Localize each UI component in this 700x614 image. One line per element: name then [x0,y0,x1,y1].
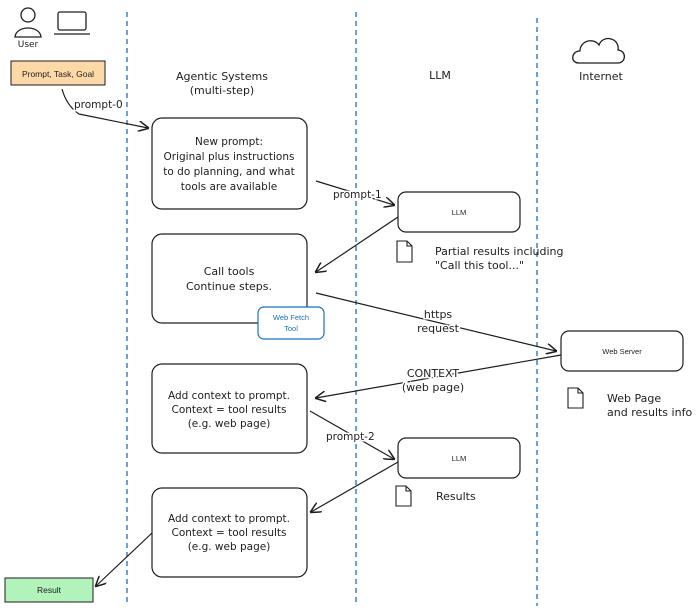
internet-title: Internet [579,70,623,83]
arrow-llm-to-call-tools [316,216,399,272]
prompt-task-goal-box [10,60,106,86]
arrow-prompt-0 [61,88,148,128]
add-context-box-2 [151,487,308,578]
document-icon [567,387,584,409]
partial-results-line-1: Partial results including [435,245,564,258]
prompt-task-goal-label: Prompt, Task, Goal [22,69,94,79]
call-tools-box [151,233,308,324]
prompt-0-label: prompt-0 [74,99,123,111]
agentic-subtitle: (multi-step) [190,84,254,97]
llm-box-1-label: LLM [452,208,467,217]
arrow-to-result [96,532,153,586]
add-context-1-line-1: Add context to prompt. [168,390,290,402]
arrow-prompt-2 [309,410,394,459]
cloud-icon [572,37,626,64]
web-fetch-tool-box [257,306,325,340]
web-page-note-line-2: and results info [607,406,692,419]
web-page-note-line-1: Web Page [607,392,661,405]
results-note: Results [436,490,476,503]
context-label-line-1: CONTEXT [407,367,460,380]
result-label: Result [37,585,62,595]
document-icon [395,485,412,507]
add-context-2-line-1: Add context to prompt. [168,513,290,525]
web-fetch-tool-line-2: Tool [284,324,298,333]
result-box [4,577,94,603]
llm-box-2-label: LLM [452,454,467,463]
new-prompt-line-1: New prompt: [195,136,263,148]
agentic-title: Agentic Systems [176,70,268,83]
new-prompt-line-3: to do planning, and what [163,166,294,178]
call-tools-line-2: Continue steps. [186,280,272,293]
new-prompt-box [151,117,308,210]
https-label-line-2: request [417,322,460,335]
add-context-box-1 [151,363,308,454]
llm-box-1 [397,191,521,233]
partial-results-line-2: "Call this tool..." [435,259,524,272]
web-server-box [560,330,684,372]
prompt-2-label: prompt-2 [326,431,375,443]
web-fetch-tool-line-1: Web Fetch [273,313,309,322]
laptop-icon [54,11,90,35]
arrow-context-web-page [316,354,562,398]
prompt-1-label: prompt-1 [333,189,382,201]
user-icon [14,7,42,38]
web-server-label: Web Server [602,347,642,356]
call-tools-line-1: Call tools [204,265,255,278]
arrow-prompt-1 [315,180,394,205]
llm-box-2 [397,437,521,479]
arrow-https-request [315,292,556,351]
context-label-line-2: (web page) [402,381,464,394]
add-context-2-line-2: Context = tool results [171,527,286,539]
https-label-line-1: https [424,308,453,321]
new-prompt-line-2: Original plus instructions [164,151,295,163]
user-label: User [18,40,39,50]
add-context-1-line-2: Context = tool results [171,404,286,416]
add-context-2-line-3: (e.g. web page) [188,541,271,553]
add-context-1-line-3: (e.g. web page) [188,418,271,430]
llm-title: LLM [429,69,451,82]
new-prompt-line-4: tools are available [181,181,277,193]
document-icon [396,240,413,263]
arrow-llm-to-add-context-2 [311,461,399,512]
